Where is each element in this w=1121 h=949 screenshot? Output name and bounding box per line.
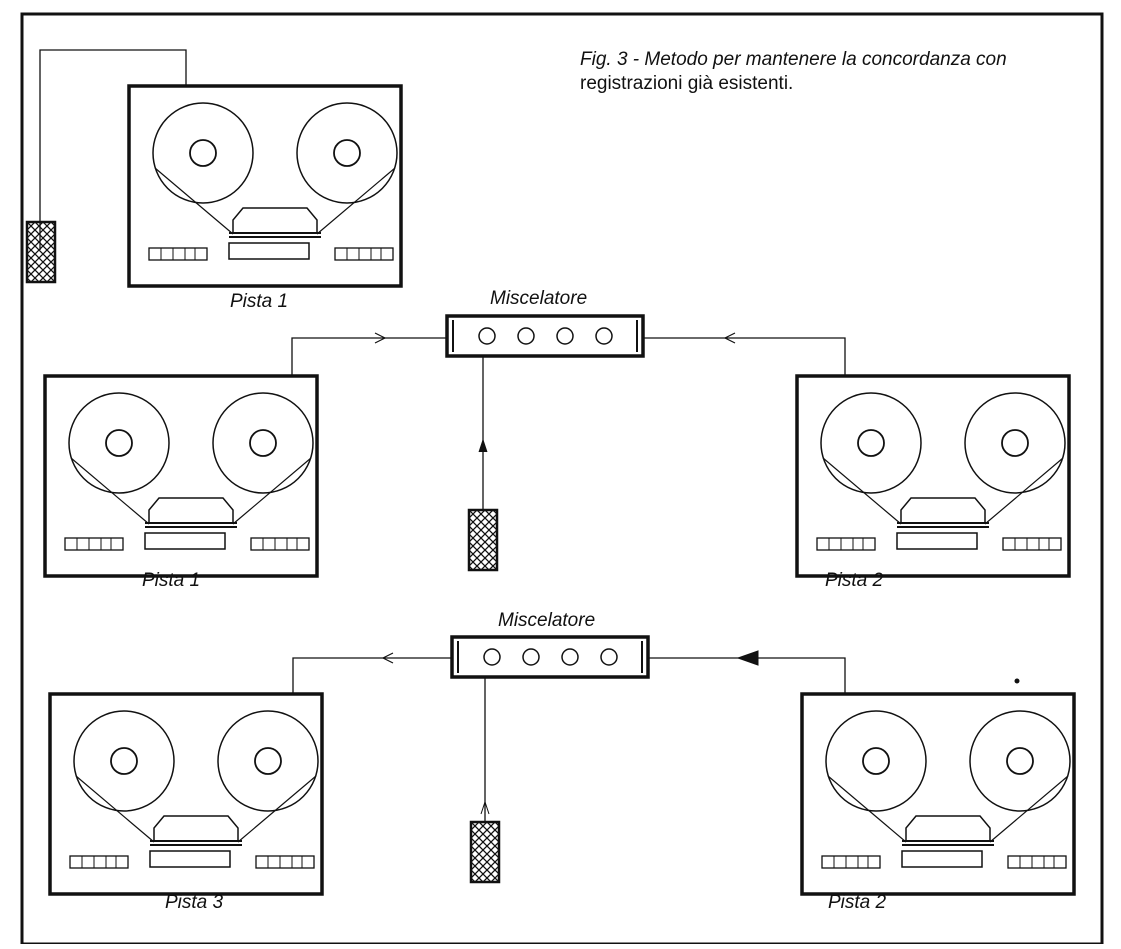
signal-arrow-left: [374, 332, 387, 344]
microphone-mid: [467, 508, 499, 572]
tape-deck-mid-right: [795, 374, 1071, 578]
cable-mixer2-left-deck: [292, 657, 452, 696]
microphone-bottom: [469, 820, 501, 884]
microphone-top: [25, 220, 57, 284]
label-mixer-2: Miscelatore: [498, 610, 595, 631]
label-bottom-left-deck: Pista 3: [165, 892, 224, 913]
figure-caption: Fig. 3 - Metodo per mantenere la concord…: [580, 48, 1090, 96]
microphone-cable-top: [39, 49, 187, 250]
cable-mixer2-right-deck: [648, 657, 846, 696]
speck-mark: [1014, 678, 1020, 684]
signal-arrow-mic-mid: [478, 438, 488, 453]
label-mid-left-deck: Pista 1: [142, 570, 200, 591]
tape-deck-bottom-right: [800, 692, 1076, 896]
label-mid-right-deck: Pista 2: [825, 570, 884, 591]
cable-mixer1-left-deck: [291, 337, 447, 378]
cable-mixer1-right-deck: [643, 337, 846, 378]
caption-line-1: Fig. 3 - Metodo per mantenere la concord…: [580, 49, 1007, 70]
signal-arrow-left-bottom: [381, 652, 394, 664]
label-top-deck: Pista 1: [230, 291, 288, 312]
label-bottom-right-deck: Pista 2: [828, 892, 887, 913]
mixer-2: [450, 635, 650, 679]
signal-arrow-right: [723, 332, 736, 344]
tape-deck-top: [127, 84, 403, 288]
tape-deck-bottom-left: [48, 692, 324, 896]
tape-deck-mid-left: [43, 374, 319, 578]
mixer-1: [445, 314, 645, 358]
label-mixer-1: Miscelatore: [490, 288, 587, 309]
signal-arrow-right-bottom: [736, 650, 759, 666]
caption-line-2: registrazioni già esistenti.: [580, 73, 794, 94]
